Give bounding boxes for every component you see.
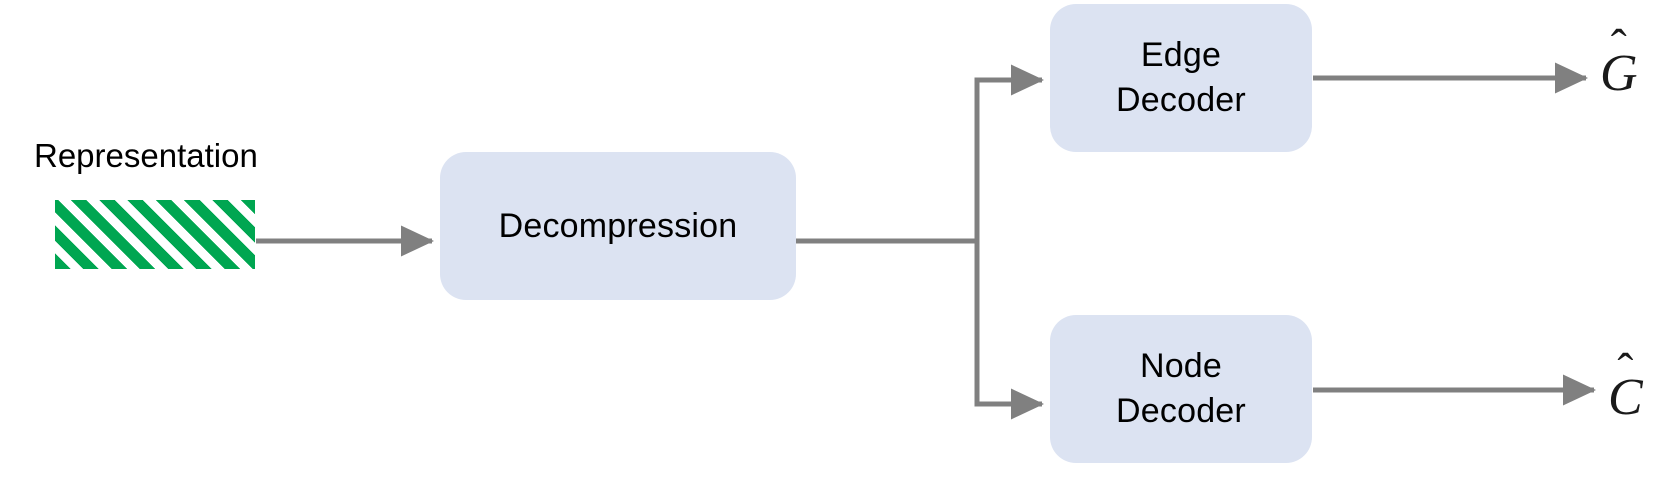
node-node-decoder-label-line1: Node (1139, 347, 1223, 386)
output-g-hat: ̂ G (1600, 48, 1638, 100)
representation-hatched-block (55, 200, 255, 269)
output-g-hat-glyph: ̂ G (1600, 48, 1638, 100)
output-c-hat: ̂ C (1608, 372, 1643, 424)
node-node-decoder-label: Node Decoder (1116, 344, 1246, 434)
node-node-decoder[interactable]: Node Decoder (1050, 315, 1312, 463)
node-decompression-label: Decompression (498, 206, 738, 245)
node-edge-decoder[interactable]: Edge Decoder (1050, 4, 1312, 152)
output-c-hat-glyph: ̂ C (1608, 372, 1643, 424)
output-c-hat-base: C (1608, 369, 1643, 426)
node-node-decoder-label-line2: Decoder (1116, 392, 1246, 430)
representation-label: Representation (34, 137, 258, 174)
node-edge-decoder-label-line2: Decoder (1116, 81, 1246, 119)
node-edge-decoder-label-line1: Edge (1140, 36, 1222, 75)
node-edge-decoder-label: Edge Decoder (1116, 33, 1246, 123)
output-g-hat-base: G (1600, 45, 1638, 102)
node-decompression[interactable]: Decompression (440, 152, 796, 300)
